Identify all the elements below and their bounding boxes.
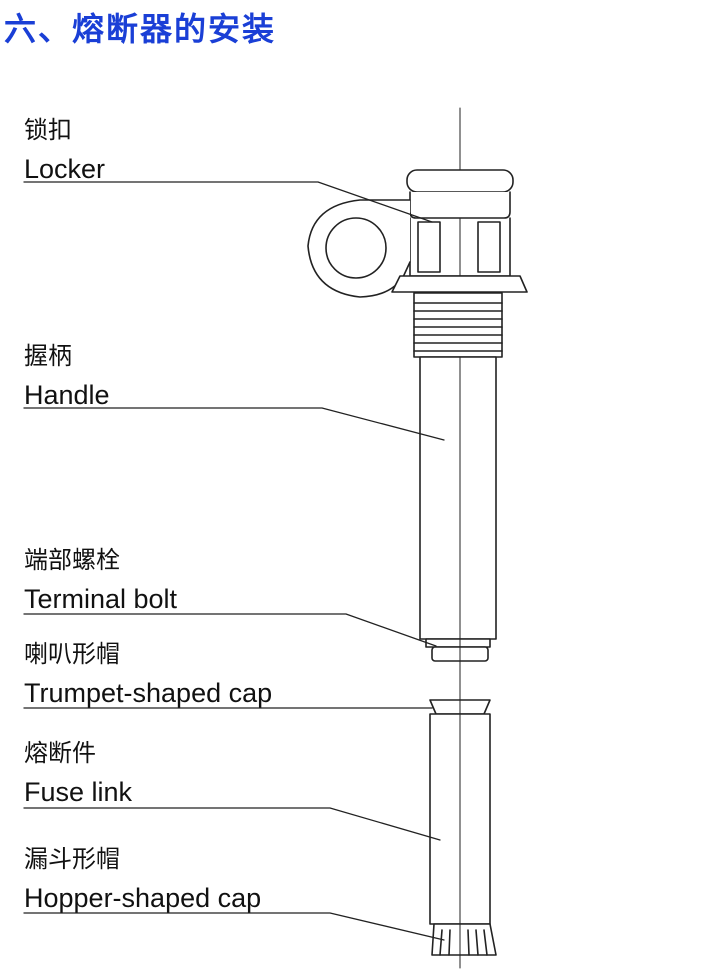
label-handle-cn: 握柄 <box>24 342 72 370</box>
page-title: 六、熔断器的安装 <box>4 10 277 48</box>
label-handle: 握柄 Handle <box>24 342 110 412</box>
trumpet-cap-part <box>429 699 491 715</box>
label-terminal-bolt-cn: 端部螺栓 <box>24 546 120 574</box>
label-hopper-cap-en: Hopper-shaped cap <box>24 883 262 913</box>
locker-part <box>307 169 528 298</box>
label-fuse-link-cn: 熔断件 <box>24 739 96 767</box>
label-hopper-cap-cn: 漏斗形帽 <box>24 845 120 873</box>
label-locker-cn: 锁扣 <box>24 116 72 144</box>
label-handle-en: Handle <box>24 380 110 410</box>
label-locker: 锁扣 Locker <box>24 116 105 186</box>
label-fuse-link-en: Fuse link <box>24 777 133 807</box>
label-trumpet-cap-en: Trumpet-shaped cap <box>24 678 273 708</box>
fuse-link-part <box>429 713 491 925</box>
label-fuse-link: 熔断件 Fuse link <box>24 739 132 809</box>
hopper-cap-part <box>431 923 497 956</box>
label-locker-en: Locker <box>24 154 106 184</box>
label-hopper-cap: 漏斗形帽 Hopper-shaped cap <box>24 845 261 915</box>
terminal-bolt-part <box>425 638 491 662</box>
leader-fuse-link <box>23 807 441 841</box>
leader-locker <box>23 181 433 223</box>
label-terminal-bolt-en: Terminal bolt <box>24 584 178 614</box>
label-trumpet-cap-cn: 喇叭形帽 <box>24 640 120 668</box>
leader-handle <box>23 407 445 441</box>
label-trumpet-cap: 喇叭形帽 Trumpet-shaped cap <box>24 640 272 710</box>
label-terminal-bolt: 端部螺栓 Terminal bolt <box>24 546 177 616</box>
leader-terminal-bolt <box>23 613 437 647</box>
handle-part <box>413 292 503 640</box>
leader-hopper-cap <box>23 912 445 941</box>
